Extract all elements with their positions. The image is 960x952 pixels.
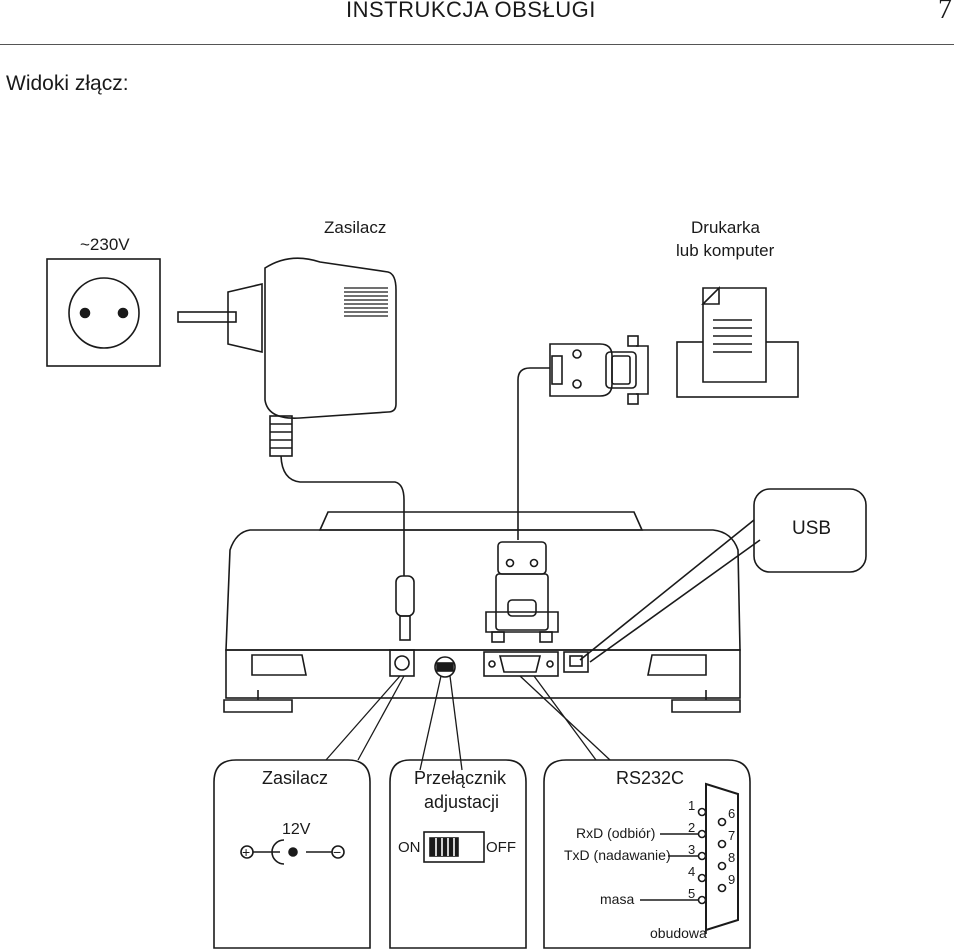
pin-2-label: 2 — [688, 820, 695, 835]
rs232-txd-label: TxD (nadawanie) — [564, 847, 671, 863]
rs232-panel — [543, 759, 751, 949]
panel-leader-lines — [325, 675, 611, 771]
scale-body-icon — [223, 511, 741, 713]
power-panel — [213, 759, 371, 949]
power-minus-sign: − — [333, 844, 341, 860]
outlet-label: ~230V — [80, 235, 130, 254]
header-rule — [0, 44, 954, 45]
printer-label-line2: lub komputer — [676, 241, 775, 260]
page-number: 7 — [938, 0, 952, 25]
rs232-housing-label: obudowa — [650, 925, 707, 941]
section-title: Widoki złącz: — [6, 72, 129, 95]
power-supply-label: Zasilacz — [324, 218, 386, 237]
power-adapter-icon — [177, 257, 405, 576]
rs232-ground-label: masa — [600, 891, 634, 907]
pin-8-label: 8 — [728, 850, 735, 865]
pin-9-label: 9 — [728, 872, 735, 887]
pin-4-label: 4 — [688, 864, 695, 879]
power-voltage-label: 12V — [282, 821, 311, 838]
power-panel-title: Zasilacz — [262, 768, 328, 788]
switch-off-label: OFF — [486, 839, 516, 856]
rs232-title: RS232C — [616, 768, 684, 788]
wall-outlet-icon — [46, 258, 161, 367]
switch-panel-title-line2: adjustacji — [424, 792, 499, 812]
switch-panel — [389, 759, 527, 949]
printer-icon — [676, 286, 799, 398]
pin-5-label: 5 — [688, 886, 695, 901]
power-plus-sign: + — [242, 844, 250, 860]
switch-on-label: ON — [398, 839, 421, 856]
usb-label: USB — [792, 518, 831, 539]
switch-panel-title-line1: Przełącznik — [414, 768, 507, 788]
rs232-rxd-label: RxD (odbiór) — [576, 825, 655, 841]
printer-label-line1: Drukarka — [691, 218, 761, 237]
header-title: INSTRUKCJA OBSŁUGI — [346, 0, 596, 22]
serial-cable-connector-icon — [517, 335, 649, 540]
rs232-pin-numbers: 1 2 3 4 5 6 7 8 9 — [688, 798, 735, 901]
pin-3-label: 3 — [688, 842, 695, 857]
pin-1-label: 1 — [688, 798, 695, 813]
pin-6-label: 6 — [728, 806, 735, 821]
usb-callout — [579, 488, 867, 663]
pin-7-label: 7 — [728, 828, 735, 843]
